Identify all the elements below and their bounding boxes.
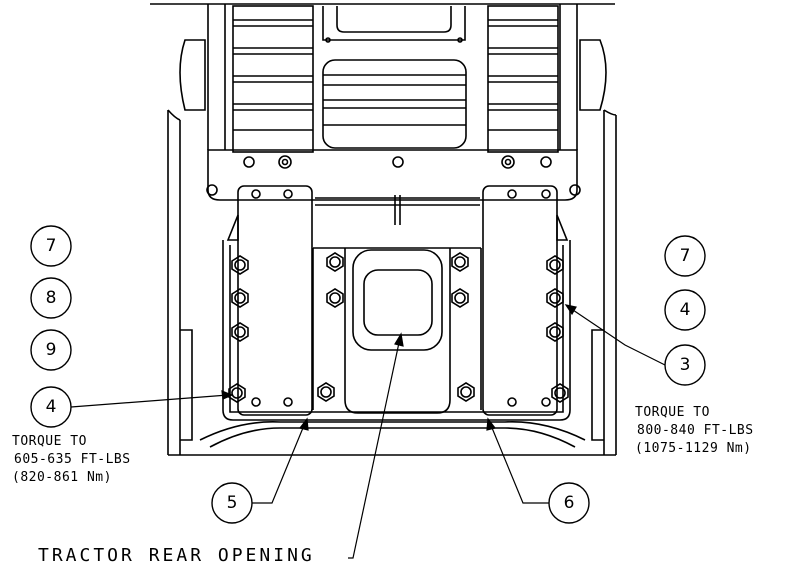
lower-base	[199, 421, 586, 448]
left-torque-line1: TORQUE TO	[12, 434, 87, 449]
left-hook	[179, 39, 206, 111]
right-clamp-plate	[482, 185, 558, 416]
right-hook	[579, 39, 607, 111]
callout-right-7-text: 7	[679, 246, 691, 266]
callout-bottom-5-text: 5	[226, 493, 238, 513]
callout-left-9-text: 9	[45, 340, 57, 360]
outer-body-frame	[167, 109, 617, 456]
right-torque-line3: (1075-1129 Nm)	[635, 441, 752, 456]
callout-right-3-text: 3	[679, 355, 691, 375]
angled-lugs	[226, 214, 569, 241]
hex-bolts	[228, 252, 569, 403]
opening-label: TRACTOR REAR OPENING	[38, 545, 315, 566]
callout-left-8	[30, 277, 72, 319]
left-louver-block	[232, 5, 314, 153]
callout-bubbles	[30, 225, 706, 524]
mounting-plate	[222, 240, 571, 421]
callout-bottom-6-text: 6	[563, 493, 575, 513]
leader-lines	[70, 304, 666, 559]
right-torque-line2: 800-840 FT-LBS	[637, 423, 754, 438]
callout-left-7	[30, 225, 72, 267]
callout-right-4-text: 4	[679, 300, 691, 320]
callout-right-4	[664, 289, 706, 331]
left-torque-line2: 605-635 FT-LBS	[14, 452, 131, 467]
callout-left-8-text: 8	[45, 288, 57, 308]
left-clamp-plate	[237, 185, 313, 416]
left-torque-line3: (820-861 Nm)	[12, 470, 112, 485]
callout-left-7-text: 7	[45, 236, 57, 256]
cross-bar	[206, 149, 581, 225]
upright-rails	[207, 4, 578, 150]
right-louver-block	[487, 5, 559, 153]
callout-left-9	[30, 329, 72, 371]
callout-left-4-text: 4	[45, 397, 57, 417]
right-torque-line1: TORQUE TO	[635, 405, 710, 420]
center-upper-panel	[322, 6, 467, 149]
callout-right-7	[664, 235, 706, 277]
